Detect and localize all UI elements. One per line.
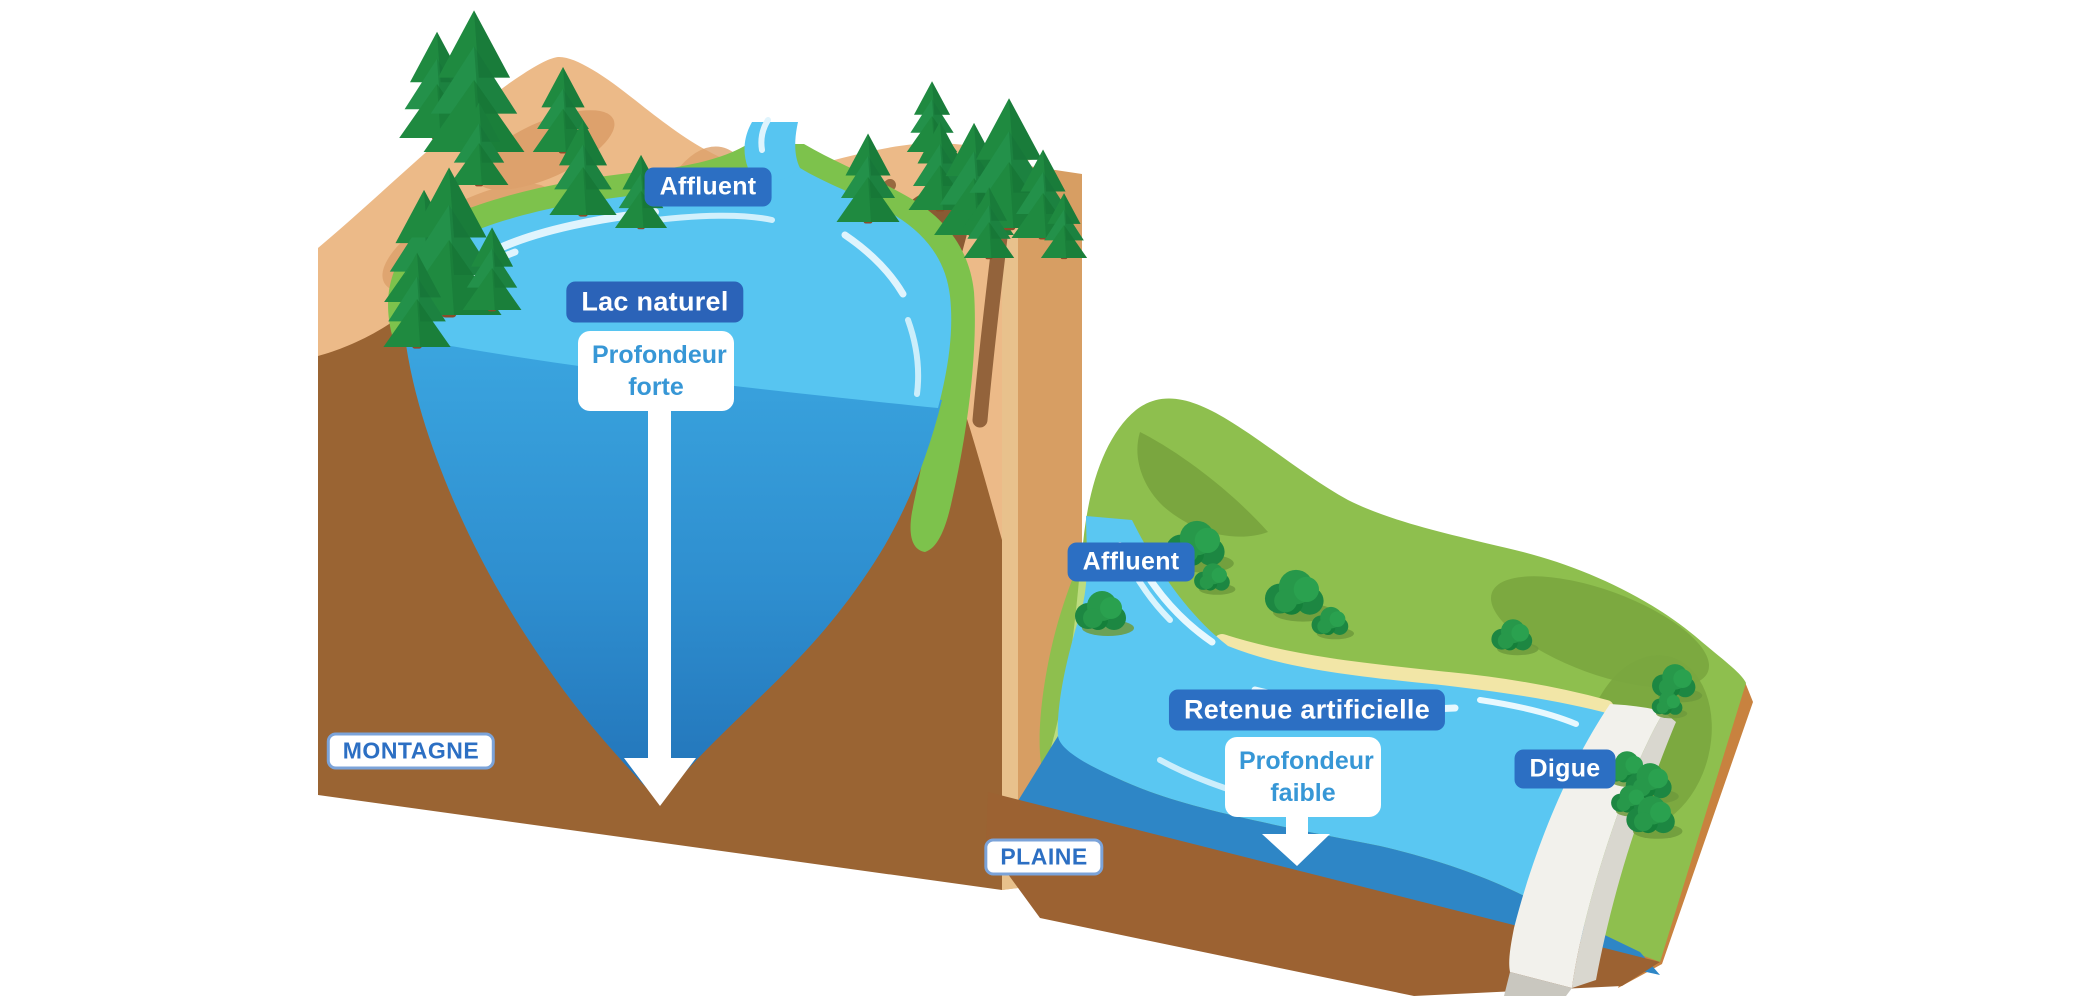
label-montagne: MONTAGNE [326, 732, 496, 770]
sand-strip [1214, 634, 1614, 716]
label-retenue-artificielle: Retenue artificielle [1168, 689, 1446, 731]
mountain-block [318, 10, 1088, 890]
label-lac-naturel: Lac naturel [566, 281, 744, 323]
inflow-river-left [744, 122, 800, 180]
label-digue: Digue [1514, 749, 1616, 789]
label-profondeur-forte: Profondeur forte [578, 331, 734, 411]
reservoir-underwater [1000, 736, 1660, 975]
label-profondeur-faible: Profondeur faible [1225, 737, 1381, 817]
depth-arrow-strong [624, 404, 696, 806]
plain-front-face [986, 792, 1660, 996]
lake-underwater [404, 330, 942, 802]
label-affluent-left: Affluent [644, 167, 772, 207]
label-affluent-right: Affluent [1067, 542, 1195, 582]
label-plaine: PLAINE [984, 838, 1104, 876]
